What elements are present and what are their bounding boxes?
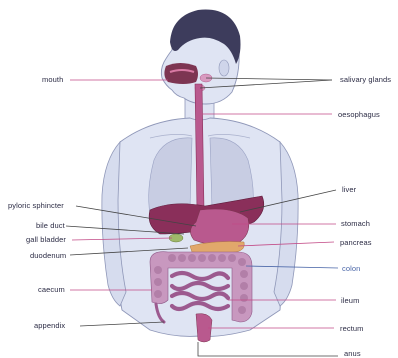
label-pancreas: pancreas <box>340 238 372 247</box>
label-ileum: ileum <box>341 296 359 305</box>
label-oesophagus: oesophagus <box>338 110 380 119</box>
label-appendix: appendix <box>34 321 65 330</box>
label-pyloric-sphincter: pyloric sphincter <box>8 201 64 210</box>
label-stomach: stomach <box>341 219 370 228</box>
label-gall-bladder: gall bladder <box>26 235 66 244</box>
label-liver: liver <box>342 185 356 194</box>
label-mouth: mouth <box>42 75 63 84</box>
label-duodenum: duodenum <box>30 251 66 260</box>
label-bile-duct: bile duct <box>36 221 65 230</box>
label-caecum: caecum <box>38 285 65 294</box>
label-colon: colon <box>342 264 360 273</box>
label-rectum: rectum <box>340 324 364 333</box>
leader-anus <box>198 342 338 356</box>
label-salivary-glands: salivary glands <box>340 75 391 84</box>
stomach-organ <box>190 209 248 245</box>
label-anus: anus <box>344 349 361 358</box>
